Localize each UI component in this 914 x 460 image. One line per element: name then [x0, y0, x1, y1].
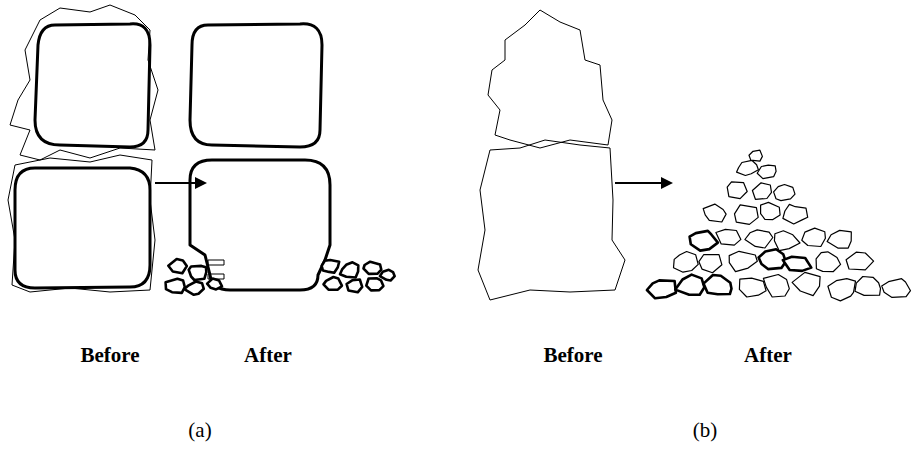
rock-fragment: [184, 282, 204, 295]
arrow-line: [615, 182, 663, 184]
rock-fragment: [759, 249, 786, 269]
rock-fragment: [189, 266, 207, 280]
arrow-head: [661, 177, 673, 189]
rock-fragment: [802, 228, 826, 246]
rock-fragment: [322, 260, 340, 273]
rock-fragment: [774, 185, 795, 201]
rock-fragment: [761, 202, 781, 219]
block-core: [190, 24, 322, 147]
stage-label: After: [244, 343, 292, 367]
rock-fragment: [340, 262, 358, 277]
rock-fragment: [846, 252, 874, 270]
stage-label: After: [744, 343, 792, 367]
rock-fragment: [380, 270, 395, 281]
rock-fragment: [763, 275, 789, 298]
block-core: [190, 160, 330, 290]
rock-fragment: [690, 231, 718, 251]
rock-fragment: [727, 182, 747, 199]
rock-fragment: [828, 279, 856, 301]
rock-outline: [10, 5, 158, 160]
rock-fragment: [774, 231, 800, 251]
rock-fragment: [816, 252, 841, 272]
fragment-mark: [208, 260, 224, 265]
rock-fragment: [739, 278, 766, 297]
rock-fragment: [675, 275, 704, 295]
block-core: [35, 24, 150, 147]
block-core: [15, 168, 150, 288]
rock-fragment: [735, 205, 759, 225]
stage-label: Before: [543, 343, 602, 367]
rock-fragment: [745, 230, 773, 248]
rock-fragment: [324, 277, 342, 290]
rock-fragment: [749, 150, 762, 161]
rock-fragment: [207, 279, 222, 290]
stage-label: Before: [80, 343, 139, 367]
rock-fragment: [674, 252, 699, 273]
rock-fragment: [703, 204, 726, 222]
rock-fragment: [737, 160, 759, 175]
rock-fragment: [783, 204, 808, 224]
rock-fragment: [716, 229, 741, 245]
rock-fragment: [166, 279, 185, 293]
arrow-head: [195, 177, 207, 189]
rock-outline: [478, 140, 625, 300]
rock-fragment: [855, 277, 881, 296]
rock-fragment: [882, 279, 911, 298]
rock-fragment: [827, 230, 851, 248]
rock-fragment: [783, 257, 812, 271]
rock-fragment: [364, 262, 382, 274]
rock-fragment: [757, 165, 776, 178]
rock-fragment: [752, 183, 771, 200]
rock-fragment: [729, 251, 757, 271]
panel-label: (a): [188, 418, 211, 442]
rock-fragment: [347, 280, 363, 293]
rock-outline: [8, 155, 155, 292]
panel-label: (b): [693, 418, 718, 442]
rock-fragment: [168, 259, 187, 273]
rock-outline: [488, 10, 612, 148]
fragment-mark: [208, 274, 224, 279]
rock-fragment: [699, 255, 722, 273]
rock-fragment: [792, 272, 820, 295]
rock-fragment: [647, 280, 676, 298]
rock-fragment: [366, 278, 383, 290]
rock-fragment: [704, 275, 732, 294]
